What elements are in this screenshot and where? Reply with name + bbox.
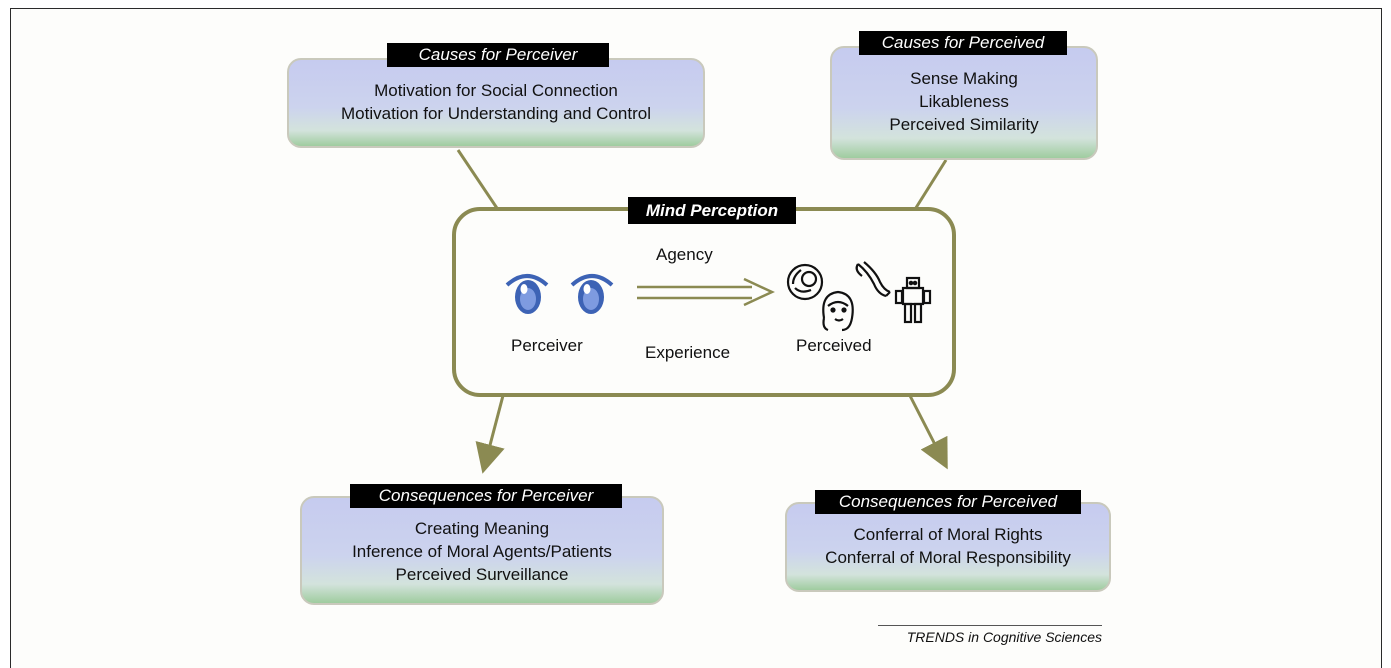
consequences-perceiver-line: Creating Meaning xyxy=(414,519,550,538)
causes-perceiver-line: Motivation for Understanding and Control xyxy=(341,104,651,123)
eye-icon xyxy=(570,274,614,314)
consequences-perceived-box: Conferral of Moral Rights Conferral of M… xyxy=(785,502,1111,592)
arrow-consequences-perceived xyxy=(903,385,948,470)
consequences-perceived-title: Consequences for Perceived xyxy=(815,490,1081,514)
praying-hands-icon xyxy=(855,261,891,298)
consequences-perceiver-box: Creating Meaning Inference of Moral Agen… xyxy=(300,496,664,605)
causes-perceiver-title: Causes for Perceiver xyxy=(387,43,609,67)
agency-label: Agency xyxy=(656,245,713,264)
causes-perceived-box: Sense Making Likableness Perceived Simil… xyxy=(830,46,1098,160)
arrow-consequences-perceiver xyxy=(475,387,507,474)
experience-label: Experience xyxy=(645,343,731,362)
consequences-perceiver-line: Perceived Surveillance xyxy=(395,565,569,584)
fetus-icon xyxy=(786,263,824,301)
perceiver-label: Perceiver xyxy=(511,336,583,355)
mind-perception-title: Mind Perception xyxy=(628,197,796,224)
consequences-perceiver-title: Consequences for Perceiver xyxy=(350,484,622,508)
causes-perceiver-line: Motivation for Social Connection xyxy=(374,81,618,100)
perceived-label: Perceived xyxy=(796,336,872,355)
woman-face-icon xyxy=(822,290,854,332)
causes-perceived-line: Likableness xyxy=(919,92,1009,111)
consequences-perceived-line: Conferral of Moral Responsibility xyxy=(825,548,1071,567)
causes-perceived-title: Causes for Perceived xyxy=(859,31,1067,55)
consequences-perceived-line: Conferral of Moral Rights xyxy=(853,525,1043,544)
robot-icon xyxy=(894,276,932,324)
causes-perceived-line: Sense Making xyxy=(910,69,1018,88)
agency-experience-arrow xyxy=(637,277,775,307)
eye-icon xyxy=(505,274,549,314)
causes-perceived-line: Perceived Similarity xyxy=(889,115,1039,134)
consequences-perceiver-line: Inference of Moral Agents/Patients xyxy=(352,542,612,561)
journal-footer: TRENDS in Cognitive Sciences xyxy=(878,625,1102,645)
